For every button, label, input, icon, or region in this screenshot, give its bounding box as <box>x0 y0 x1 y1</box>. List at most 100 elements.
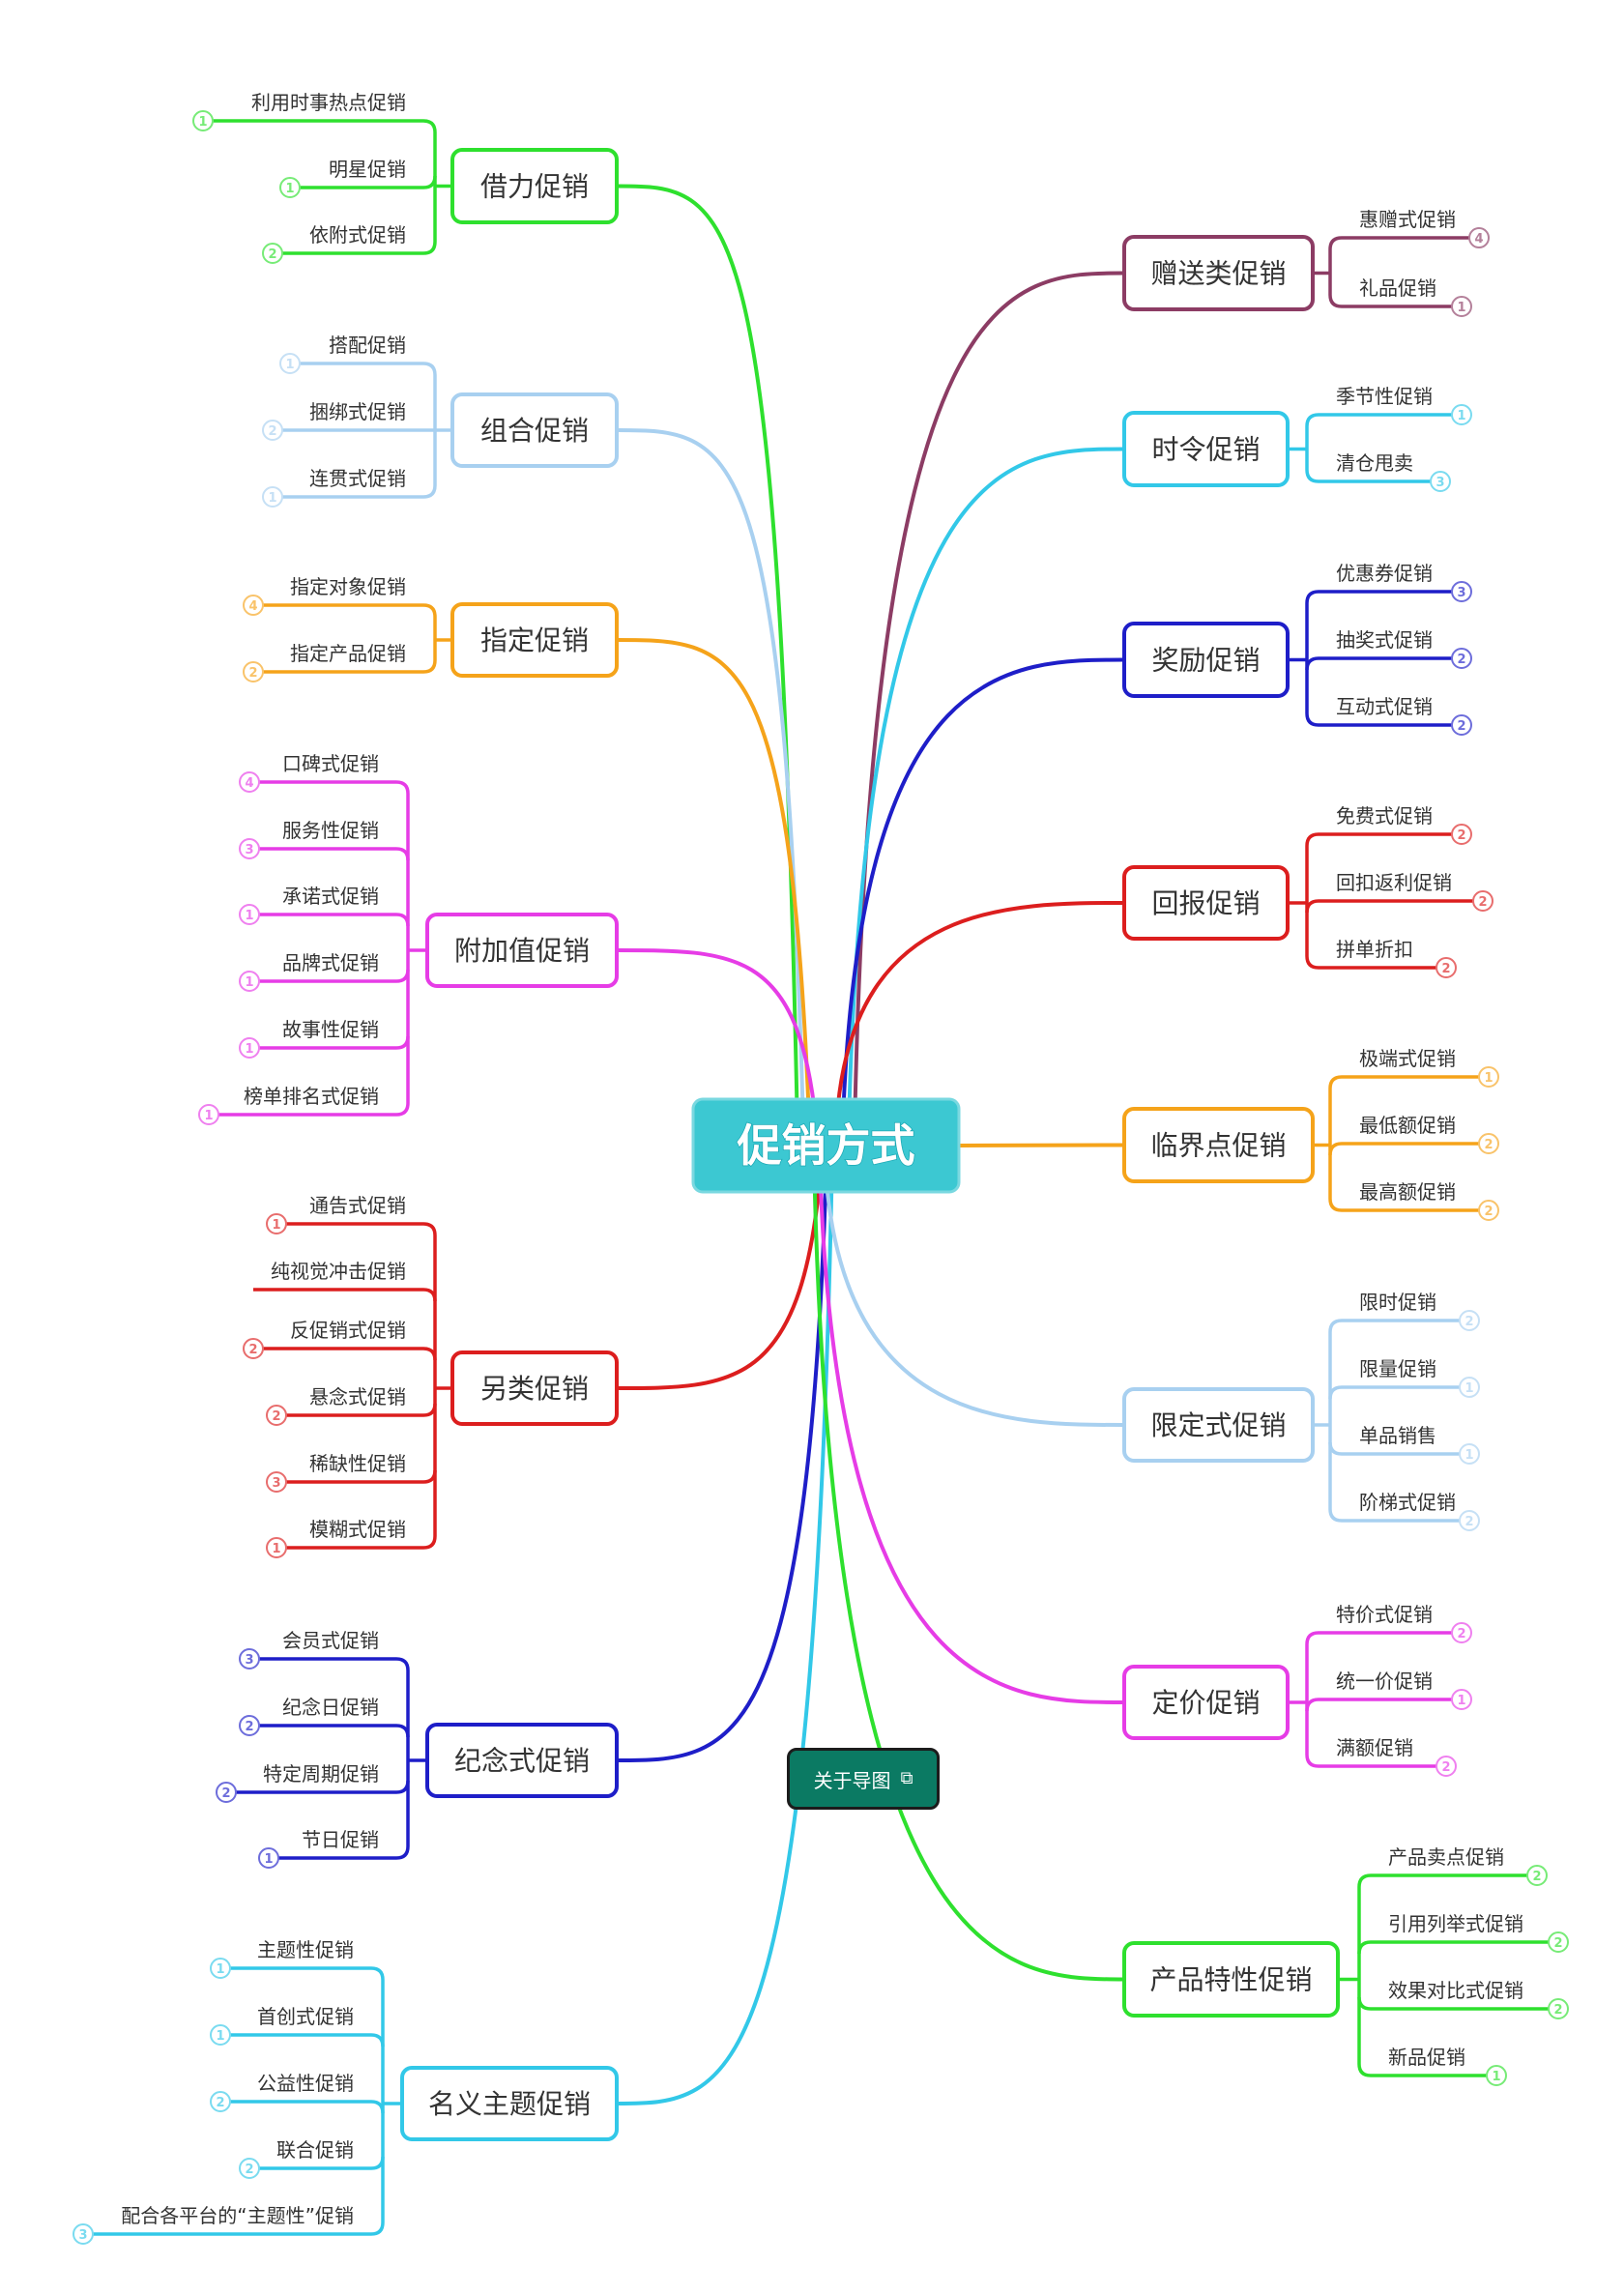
count-badge[interactable] <box>1451 296 1472 317</box>
count-badge[interactable] <box>1486 2065 1507 2086</box>
count-badge[interactable] <box>239 1648 260 1670</box>
branch-node-zengsong[interactable] <box>1122 235 1315 311</box>
leaf-label[interactable]: 指定对象促销 <box>290 575 406 598</box>
leaf-label[interactable]: 故事性促销 <box>282 1018 379 1041</box>
count-badge[interactable] <box>216 1782 237 1803</box>
count-badge[interactable] <box>1472 890 1494 912</box>
leaf-label[interactable]: 稀缺性促销 <box>309 1452 406 1475</box>
count-badge[interactable] <box>1459 1443 1480 1465</box>
count-badge[interactable] <box>258 1847 279 1869</box>
leaf-label[interactable]: 明星促销 <box>329 158 406 181</box>
leaf-label[interactable]: 利用时事热点促销 <box>251 91 406 114</box>
leaf-label[interactable]: 抽奖式促销 <box>1336 628 1433 652</box>
leaf-label[interactable]: 季节性促销 <box>1336 385 1433 408</box>
leaf-label[interactable]: 口碑式促销 <box>282 752 379 775</box>
leaf-label[interactable]: 首创式促销 <box>257 2005 354 2028</box>
leaf-label[interactable]: 引用列举式促销 <box>1388 1912 1523 1935</box>
branch-node-jiangli[interactable] <box>1122 622 1290 698</box>
branch-node-xianding[interactable] <box>1122 1387 1315 1463</box>
leaf-label[interactable]: 指定产品促销 <box>290 642 406 665</box>
count-badge[interactable] <box>239 971 260 992</box>
leaf-label[interactable]: 品牌式促销 <box>282 951 379 974</box>
branch-node-linjie[interactable] <box>1122 1107 1315 1183</box>
leaf-label[interactable]: 最高额促销 <box>1359 1180 1456 1204</box>
count-badge[interactable] <box>1451 1622 1472 1643</box>
leaf-label[interactable]: 回扣返利促销 <box>1336 871 1452 894</box>
count-badge[interactable] <box>279 353 301 374</box>
leaf-label[interactable]: 反促销式促销 <box>290 1319 406 1342</box>
leaf-label[interactable]: 满额促销 <box>1336 1736 1413 1759</box>
leaf-label[interactable]: 会员式促销 <box>282 1629 379 1652</box>
branch-node-dingjia[interactable] <box>1122 1665 1290 1740</box>
count-badge[interactable] <box>1430 471 1451 492</box>
count-badge[interactable] <box>243 595 264 616</box>
leaf-label[interactable]: 拼单折扣 <box>1336 938 1413 961</box>
leaf-label[interactable]: 通告式促销 <box>309 1194 406 1217</box>
count-badge[interactable] <box>262 420 283 441</box>
count-badge[interactable] <box>1451 1689 1472 1710</box>
count-badge[interactable] <box>210 1958 231 1979</box>
branch-node-huibao[interactable] <box>1122 865 1290 941</box>
leaf-label[interactable]: 礼品促销 <box>1359 276 1436 300</box>
leaf-label[interactable]: 新品促销 <box>1388 2046 1465 2069</box>
count-badge[interactable] <box>72 2223 94 2245</box>
branch-node-mingyi[interactable] <box>400 2066 619 2141</box>
count-badge[interactable] <box>1478 1133 1499 1154</box>
leaf-label[interactable]: 效果对比式促销 <box>1388 1979 1523 2002</box>
leaf-label[interactable]: 主题性促销 <box>257 1938 354 1961</box>
leaf-label[interactable]: 模糊式促销 <box>309 1518 406 1541</box>
leaf-label[interactable]: 节日促销 <box>302 1828 379 1851</box>
count-badge[interactable] <box>239 1715 260 1736</box>
leaf-label[interactable]: 清仓甩卖 <box>1336 451 1413 475</box>
count-badge[interactable] <box>239 904 260 925</box>
leaf-label[interactable]: 承诺式促销 <box>282 885 379 908</box>
leaf-label[interactable]: 公益性促销 <box>257 2072 354 2095</box>
count-badge[interactable] <box>1526 1865 1548 1886</box>
leaf-label[interactable]: 特价式促销 <box>1336 1603 1433 1626</box>
leaf-label[interactable]: 搭配促销 <box>329 334 406 357</box>
leaf-label[interactable]: 特定周期促销 <box>263 1762 379 1786</box>
leaf-label[interactable]: 互动式促销 <box>1336 695 1433 718</box>
count-badge[interactable] <box>239 838 260 859</box>
count-badge[interactable] <box>1459 1377 1480 1398</box>
count-badge[interactable] <box>210 2091 231 2112</box>
count-badge[interactable] <box>1436 1756 1457 1777</box>
leaf-label[interactable]: 连贯式促销 <box>309 467 406 490</box>
count-badge[interactable] <box>243 1338 264 1359</box>
leaf-label[interactable]: 惠赠式促销 <box>1359 208 1456 231</box>
count-badge[interactable] <box>1436 957 1457 978</box>
leaf-label[interactable]: 产品卖点促销 <box>1388 1845 1504 1869</box>
count-badge[interactable] <box>192 110 214 131</box>
count-badge[interactable] <box>1478 1066 1499 1088</box>
leaf-label[interactable]: 限时促销 <box>1359 1291 1436 1314</box>
branch-node-shiling[interactable] <box>1122 411 1290 487</box>
count-badge[interactable] <box>1451 404 1472 425</box>
count-badge[interactable] <box>243 661 264 682</box>
count-badge[interactable] <box>266 1471 287 1493</box>
leaf-label[interactable]: 纯视觉冲击促销 <box>271 1260 406 1283</box>
count-badge[interactable] <box>266 1537 287 1558</box>
count-badge[interactable] <box>1451 714 1472 736</box>
branch-node-linglei[interactable] <box>450 1350 619 1426</box>
branch-node-jinian[interactable] <box>425 1723 619 1798</box>
branch-node-fujiazhi[interactable] <box>425 913 619 988</box>
leaf-label[interactable]: 配合各平台的“主题性”促销 <box>121 2204 354 2227</box>
branch-node-zhiding[interactable] <box>450 602 619 678</box>
count-badge[interactable] <box>1468 227 1490 248</box>
count-badge[interactable] <box>1548 1998 1569 2019</box>
leaf-label[interactable]: 单品销售 <box>1359 1424 1436 1447</box>
count-badge[interactable] <box>1459 1510 1480 1531</box>
branch-node-jieli[interactable] <box>450 148 619 224</box>
count-badge[interactable] <box>239 2158 260 2179</box>
leaf-label[interactable]: 极端式促销 <box>1359 1047 1456 1070</box>
branch-node-zuhe[interactable] <box>450 392 619 468</box>
leaf-label[interactable]: 悬念式促销 <box>309 1385 406 1408</box>
leaf-label[interactable]: 依附式促销 <box>309 223 406 247</box>
count-badge[interactable] <box>262 486 283 508</box>
leaf-label[interactable]: 联合促销 <box>276 2138 354 2162</box>
count-badge[interactable] <box>239 771 260 793</box>
count-badge[interactable] <box>239 1037 260 1059</box>
leaf-label[interactable]: 最低额促销 <box>1359 1114 1456 1137</box>
leaf-label[interactable]: 服务性促销 <box>282 819 379 842</box>
leaf-label[interactable]: 阶梯式促销 <box>1359 1491 1456 1514</box>
